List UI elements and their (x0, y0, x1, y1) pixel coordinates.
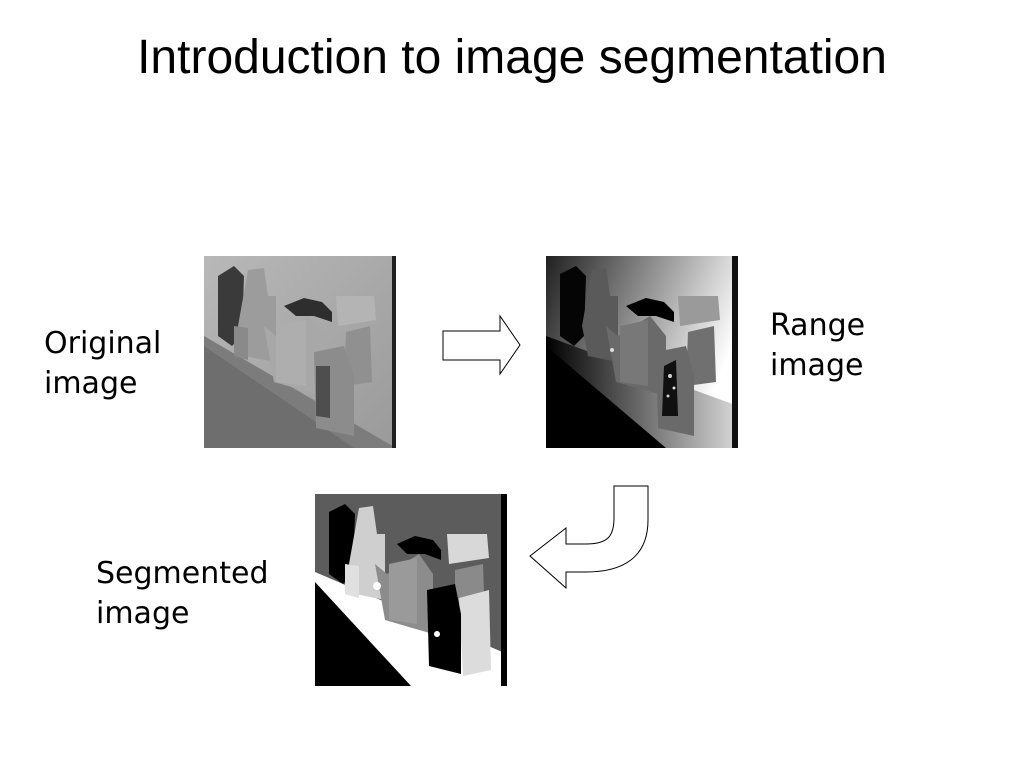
range-label-line1: Range (770, 308, 866, 343)
range-image-label: Range image (770, 306, 865, 386)
segmented-image (315, 494, 507, 686)
original-image-label: Original image (44, 324, 161, 404)
slide-title: Introduction to image segmentation (137, 31, 887, 84)
original-image (204, 256, 396, 448)
segmented-image-label: Segmented image (96, 554, 269, 634)
segmented-label-line2: image (96, 596, 190, 631)
segmented-label-line1: Segmented (96, 556, 269, 591)
range-image (546, 256, 738, 448)
curved-arrow-icon (529, 485, 649, 590)
range-label-line2: image (770, 348, 864, 383)
original-label-line2: image (44, 366, 138, 401)
original-label-line1: Original (44, 326, 162, 361)
right-arrow-icon (442, 314, 521, 376)
